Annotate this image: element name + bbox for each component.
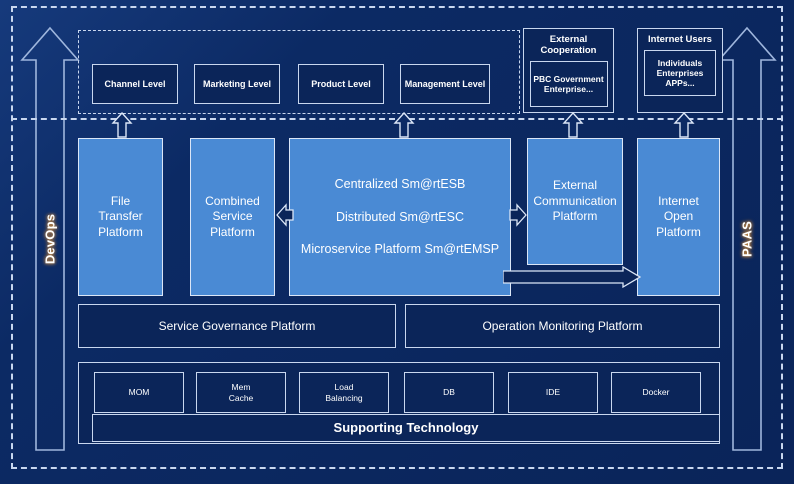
flow-arrow-to-internet-users	[673, 112, 695, 138]
layer-separator	[11, 118, 783, 120]
internet-users-title: Internet Users	[648, 34, 712, 45]
tech-label: DB	[443, 387, 455, 398]
long-arrow-right-icon	[503, 266, 641, 288]
arrow-up-icon	[673, 112, 695, 138]
flow-arrow-right-to-external-comm	[509, 203, 527, 227]
internet-users-body: Individuals Enterprises APPs...	[656, 58, 704, 89]
platform-label: Centralized Sm@rtESB Distributed Sm@rtES…	[301, 176, 499, 257]
tech-ide[interactable]: IDE	[508, 372, 598, 413]
business-level-label: Channel Level	[104, 78, 166, 89]
tech-label: IDE	[545, 387, 561, 398]
flow-arrow-left-to-combined	[276, 203, 294, 227]
internet-users-body-box: Individuals Enterprises APPs...	[644, 50, 716, 97]
arrow-up-icon	[393, 112, 415, 138]
arrow-up-icon	[20, 26, 80, 451]
devops-arrow: DevOps	[19, 24, 81, 454]
core-line-3: Microservice Platform Sm@rtEMSP	[300, 242, 500, 257]
paas-label: PAAS	[739, 221, 755, 257]
business-level-channel[interactable]: Channel Level	[92, 64, 178, 104]
external-cooperation-body-box: PBC Government Enterprise...	[529, 61, 608, 108]
business-levels-group	[78, 30, 520, 114]
business-level-label: Management Level	[404, 78, 486, 89]
tech-mom[interactable]: MOM	[94, 372, 184, 413]
core-line-1: Centralized Sm@rtESB	[334, 177, 466, 192]
flow-arrow-to-external-cooperation	[562, 112, 584, 138]
tech-docker[interactable]: Docker	[611, 372, 701, 413]
supporting-technology-banner[interactable]: Supporting Technology	[92, 414, 720, 442]
devops-label: DevOps	[42, 213, 58, 265]
business-level-product[interactable]: Product Level	[298, 64, 384, 104]
platform-core-esb[interactable]: Centralized Sm@rtESB Distributed Sm@rtES…	[289, 138, 511, 296]
external-cooperation-title: External Cooperation	[540, 34, 597, 57]
arrow-right-icon	[509, 203, 527, 227]
paas-arrow: PAAS	[716, 24, 778, 454]
flow-arrow-to-management	[393, 112, 415, 138]
management-row-label: Operation Monitoring Platform	[482, 318, 643, 333]
outer-boundary	[11, 6, 783, 469]
business-level-management[interactable]: Management Level	[400, 64, 490, 104]
tech-db[interactable]: DB	[404, 372, 494, 413]
arrow-up-icon	[562, 112, 584, 138]
service-governance-platform[interactable]: Service Governance Platform	[78, 304, 396, 348]
external-cooperation-body: PBC Government Enterprise...	[533, 74, 604, 95]
tech-label: MOM	[128, 387, 150, 398]
business-level-marketing[interactable]: Marketing Level	[194, 64, 280, 104]
arrow-left-icon	[276, 203, 294, 227]
arrow-up-icon	[111, 112, 133, 138]
business-level-label: Marketing Level	[202, 78, 272, 89]
supporting-technology-label: Supporting Technology	[333, 420, 479, 436]
internet-users-group[interactable]: Internet Users Individuals Enterprises A…	[637, 28, 723, 113]
core-line-2: Distributed Sm@rtESC	[335, 209, 464, 224]
flow-arrow-to-channel	[111, 112, 133, 138]
tech-label: Docker	[642, 387, 670, 398]
management-row-label: Service Governance Platform	[158, 318, 316, 333]
external-cooperation-group[interactable]: External Cooperation PBC Government Ente…	[523, 28, 614, 113]
operation-monitoring-platform[interactable]: Operation Monitoring Platform	[405, 304, 720, 348]
business-level-label: Product Level	[311, 78, 371, 89]
flow-arrow-long-to-internet-open	[503, 266, 641, 288]
